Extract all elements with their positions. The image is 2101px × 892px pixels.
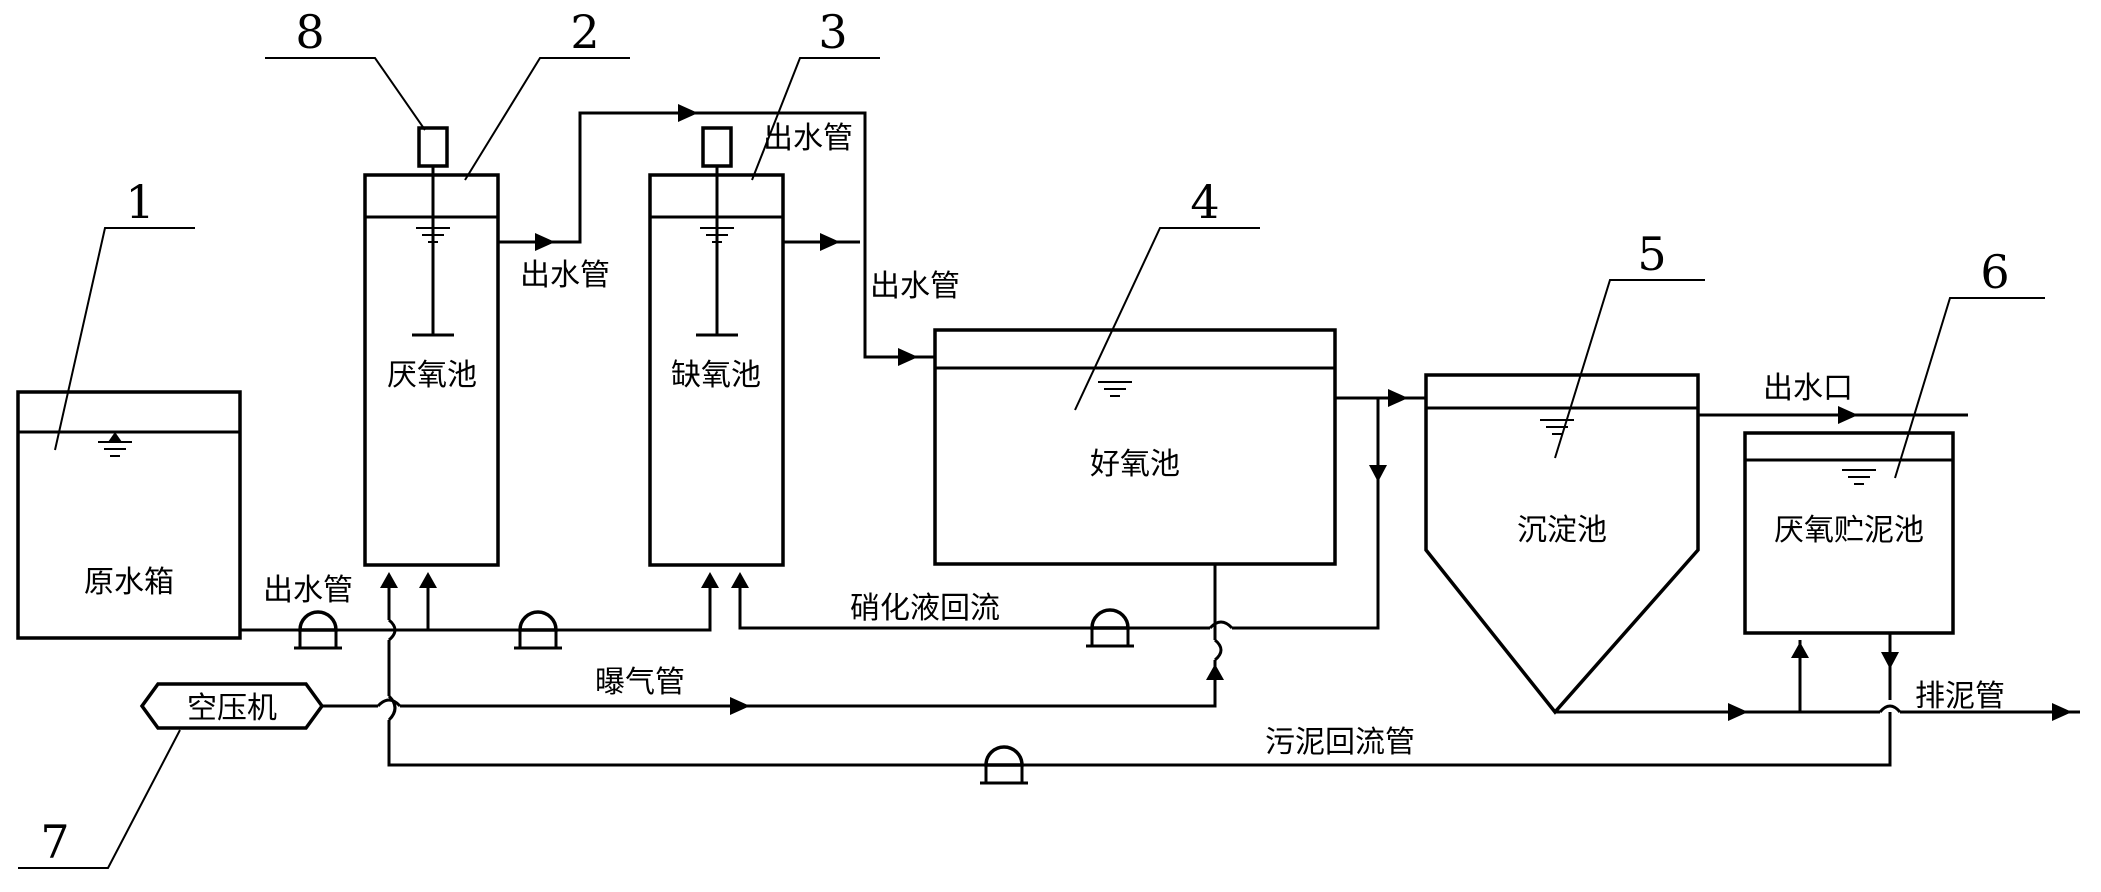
pump-icon	[294, 610, 342, 650]
callout-3: 3	[751, 5, 880, 181]
air-compressor: 空压机	[139, 682, 325, 730]
mixer-motor-icon	[701, 126, 733, 168]
sludge-discharge-label: 排泥管	[1915, 679, 2005, 714]
aeration-pipe-label: 曝气管	[595, 665, 685, 700]
outlet-pipe-label-1: 出水管	[520, 258, 610, 293]
callout-number-1: 1	[125, 175, 154, 229]
callout-number-5: 5	[1637, 227, 1666, 281]
pipe-crossover	[1878, 704, 1902, 714]
water-level-icon	[1098, 381, 1132, 397]
sludge-return-label: 污泥回流管	[1265, 725, 1415, 760]
mixer-motor-icon	[417, 126, 449, 168]
callout-7: 7	[18, 729, 181, 869]
callout-number-8: 8	[295, 5, 324, 59]
feed-pipe-anoxic	[428, 578, 712, 632]
settling-tank: 沉淀池	[1424, 373, 1700, 715]
water-level-icon	[98, 432, 132, 457]
pump-icon	[514, 610, 562, 650]
sludge-storage-tank-label: 厌氧贮泥池	[1774, 513, 1924, 548]
compressor-label: 空压机	[187, 691, 277, 726]
pipe-crossover	[376, 698, 402, 708]
aerobic-tank-label: 好氧池	[1090, 447, 1180, 482]
callout-5: 5	[1554, 227, 1705, 459]
water-level-icon	[416, 227, 450, 243]
callout-number-7: 7	[40, 815, 69, 869]
callout-number-6: 6	[1980, 245, 2009, 299]
outlet-pipe-label-3: 出水管	[870, 269, 960, 304]
anoxic-tank-label: 缺氧池	[671, 358, 761, 393]
water-level-icon	[1842, 469, 1876, 485]
nitrate-return-label: 硝化液回流	[850, 591, 1000, 626]
water-outlet-label: 出水口	[1763, 371, 1853, 406]
pump-icon	[980, 745, 1028, 785]
callout-number-2: 2	[570, 5, 599, 59]
callout-number-4: 4	[1190, 175, 1219, 229]
settling-tank-label: 沉淀池	[1517, 513, 1607, 548]
aeration-pipe-main	[400, 660, 1217, 708]
callout-6: 6	[1894, 245, 2045, 479]
anoxic-tank: 缺氧池	[648, 126, 785, 567]
pipe-crossover	[1213, 638, 1223, 662]
aerobic-tank: 好氧池	[933, 328, 1337, 566]
callout-4: 4	[1074, 175, 1260, 411]
pipe-crossover	[387, 694, 397, 722]
pump-icon	[1086, 608, 1134, 648]
nitrate-return-to-anoxic	[738, 578, 1210, 630]
raw-water-tank: 原水箱	[16, 390, 242, 640]
callout-8: 8	[265, 5, 426, 131]
pipe-crossover	[1208, 620, 1234, 630]
callout-1: 1	[54, 175, 195, 451]
outlet-pipe-2-to-4	[498, 111, 867, 244]
outlet-pipe-label-4: 出水管	[263, 573, 353, 608]
outlet-pipe-label-2: 出水管	[763, 121, 853, 156]
water-level-icon	[700, 227, 734, 243]
raw-water-tank-label: 原水箱	[84, 565, 174, 600]
anaerobic-tank: 厌氧池	[363, 126, 500, 567]
callout-2: 2	[464, 5, 630, 181]
anaerobic-tank-label: 厌氧池	[387, 358, 477, 393]
sludge-return-pipe	[387, 712, 1892, 767]
pipe-crossover	[387, 618, 397, 642]
callout-number-3: 3	[818, 5, 847, 59]
sludge-storage-tank: 厌氧贮泥池	[1743, 431, 1955, 635]
